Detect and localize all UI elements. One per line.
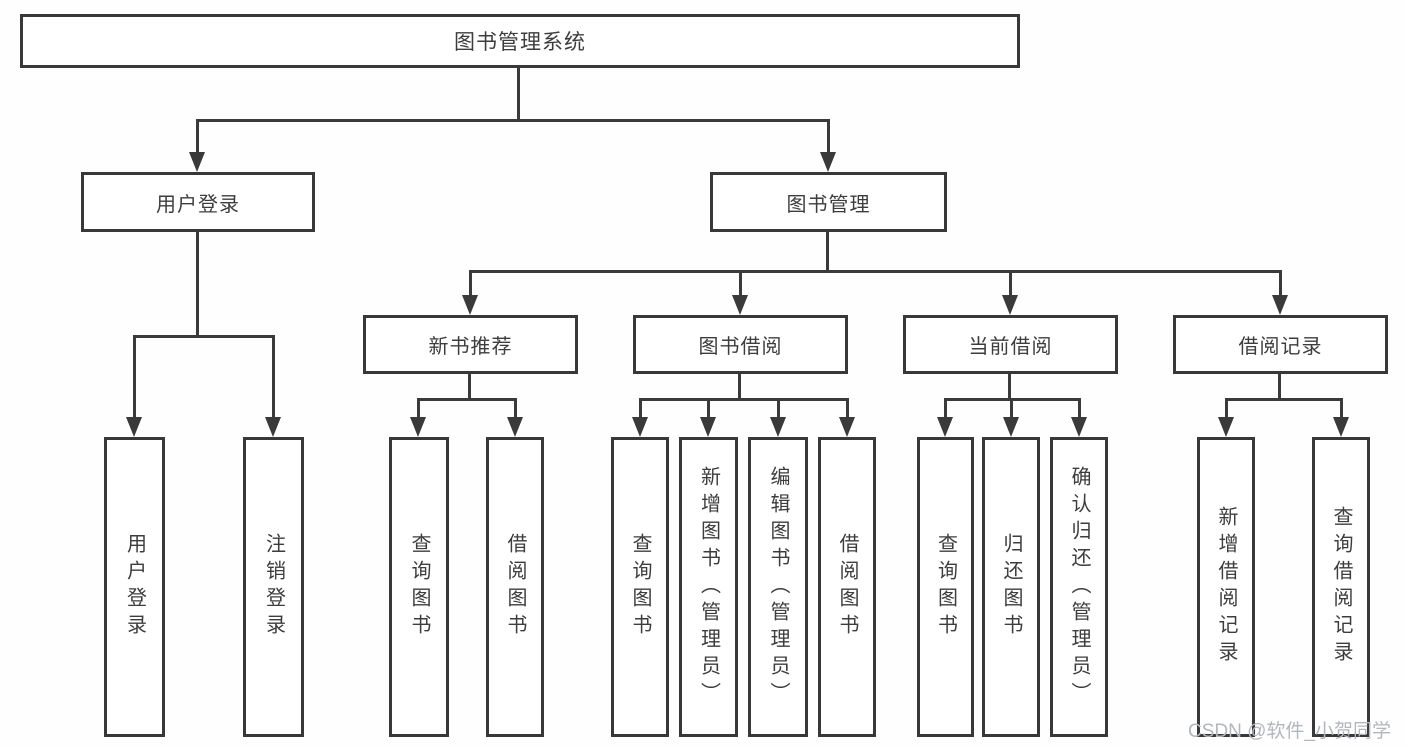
leaf-cb-confirm-return-admin: 确认归还（管理员）: [1050, 437, 1108, 737]
leaf-nbr-query-books-label: 查询图书: [408, 533, 430, 641]
leaf-cb-return-books: 归还图书: [982, 437, 1040, 737]
arrow-down-br-query: [1333, 417, 1349, 437]
leaf-user-login-label: 用户登录: [123, 533, 146, 641]
arrow-down-bb-edit: [770, 417, 786, 437]
leaf-logout: 注销登录: [243, 437, 304, 737]
arrow-down-book-borrowing: [732, 295, 748, 315]
leaf-br-query-borrow-record: 查询借阅记录: [1312, 437, 1370, 737]
leaf-nbr-borrow-books: 借阅图书: [486, 437, 544, 737]
node-new-book-recommend: 新书推荐: [363, 315, 578, 374]
leaf-br-query-borrow-record-label: 查询借阅记录: [1330, 506, 1352, 668]
arrow-down-borrow-records: [1272, 295, 1288, 315]
leaf-bb-add-books-admin-label: 新增图书（管理员）: [697, 465, 720, 709]
arrow-down-nbr-query: [410, 417, 426, 437]
connector-to-current-borrowing: [1009, 270, 1012, 297]
node-borrow-records-label: 借阅记录: [1238, 336, 1323, 358]
connector-user-login-rail: [133, 335, 275, 338]
leaf-user-login: 用户登录: [104, 437, 165, 737]
leaf-br-add-borrow-record: 新增借阅记录: [1197, 437, 1255, 737]
leaf-bb-edit-books-admin: 编辑图书（管理员）: [748, 437, 808, 737]
leaf-cb-confirm-return-admin-label: 确认归还（管理员）: [1068, 465, 1090, 709]
leaf-cb-query-books-label: 查询图书: [934, 533, 957, 641]
connector-to-cb-return: [1010, 398, 1013, 419]
connector-to-book-management: [827, 119, 830, 154]
node-borrow-records: 借阅记录: [1173, 315, 1388, 374]
arrow-down-leaf-user-login: [126, 417, 142, 437]
node-book-borrowing-label: 图书借阅: [698, 336, 783, 358]
connector-nbr-stem: [468, 373, 471, 401]
connector-to-nbr-query: [417, 398, 420, 419]
arrow-down-book-management: [820, 152, 836, 172]
node-root: 图书管理系统: [20, 14, 1020, 68]
connector-to-new-book-recommend: [469, 270, 472, 297]
connector-to-br-add: [1225, 398, 1228, 419]
connector-book-management-rail: [469, 270, 1282, 273]
arrow-down-bb-query: [632, 417, 648, 437]
connector-cb-stem: [1008, 373, 1011, 401]
connector-bb-rail: [639, 398, 849, 401]
arrow-down-cb-return: [1003, 417, 1019, 437]
leaf-nbr-borrow-books-label: 借阅图书: [504, 533, 526, 641]
connector-to-bb-edit: [777, 398, 780, 419]
connector-book-management-stem: [826, 232, 829, 273]
arrow-down-leaf-logout: [265, 417, 281, 437]
connector-to-leaf-user-login: [133, 335, 136, 419]
arrow-down-nbr-borrow: [507, 417, 523, 437]
arrow-down-br-add: [1218, 417, 1234, 437]
connector-to-user-login: [196, 119, 199, 154]
connector-root-stem: [517, 68, 520, 122]
connector-bb-stem: [738, 373, 741, 401]
leaf-nbr-query-books: 查询图书: [389, 437, 449, 737]
csdn-watermark: CSDN @软件_小贺同学: [1188, 721, 1391, 742]
leaf-bb-borrow-books-label: 借阅图书: [836, 533, 858, 641]
arrow-down-new-book-recommend: [462, 295, 478, 315]
connector-to-nbr-borrow: [514, 398, 517, 419]
arrow-down-cb-confirm: [1071, 417, 1087, 437]
connector-to-borrow-records: [1279, 270, 1282, 297]
leaf-bb-query-books-label: 查询图书: [629, 533, 651, 641]
leaf-cb-return-books-label: 归还图书: [1000, 533, 1022, 641]
arrow-down-cb-query: [937, 417, 953, 437]
connector-user-login-stem: [196, 232, 199, 338]
node-new-book-recommend-label: 新书推荐: [428, 336, 513, 358]
leaf-bb-edit-books-admin-label: 编辑图书（管理员）: [767, 465, 789, 709]
node-current-borrowing: 当前借阅: [903, 315, 1118, 374]
connector-to-bb-borrow: [846, 398, 849, 419]
connector-root-rail: [196, 119, 830, 122]
leaf-cb-query-books: 查询图书: [917, 437, 974, 737]
arrow-down-user-login: [189, 152, 205, 172]
node-root-label: 图书管理系统: [454, 31, 586, 54]
leaf-logout-label: 注销登录: [262, 533, 285, 641]
connector-nbr-rail: [417, 398, 517, 401]
connector-br-rail: [1225, 398, 1343, 401]
node-book-management-label: 图书管理: [786, 193, 871, 216]
leaf-bb-add-books-admin: 新增图书（管理员）: [679, 437, 738, 737]
node-user-login-label: 用户登录: [156, 193, 240, 216]
node-book-borrowing: 图书借阅: [633, 315, 848, 374]
leaf-bb-borrow-books: 借阅图书: [818, 437, 876, 737]
connector-to-cb-query: [944, 398, 947, 419]
arrow-down-bb-borrow: [839, 417, 855, 437]
arrow-down-bb-add: [700, 417, 716, 437]
connector-to-br-query: [1340, 398, 1343, 419]
connector-to-cb-confirm: [1078, 398, 1081, 419]
arrow-down-current-borrowing: [1002, 295, 1018, 315]
connector-br-stem: [1278, 373, 1281, 401]
node-book-management: 图书管理: [710, 172, 947, 232]
leaf-bb-query-books: 查询图书: [611, 437, 669, 737]
node-current-borrowing-label: 当前借阅: [968, 336, 1053, 358]
connector-to-leaf-logout: [272, 335, 275, 419]
node-user-login: 用户登录: [81, 172, 315, 232]
connector-to-book-borrowing: [739, 270, 742, 297]
connector-to-bb-add: [707, 398, 710, 419]
leaf-br-add-borrow-record-label: 新增借阅记录: [1215, 506, 1237, 668]
connector-to-bb-query: [639, 398, 642, 419]
